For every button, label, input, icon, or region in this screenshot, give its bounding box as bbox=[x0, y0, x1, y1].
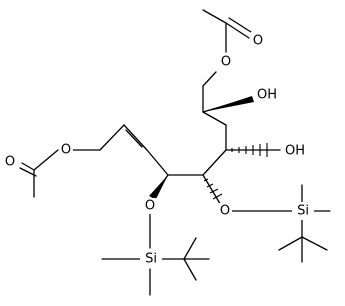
hash-c7-oh bbox=[231, 143, 268, 157]
atom-o-ester-left: O bbox=[59, 141, 73, 158]
wedge-c8-oh bbox=[203, 96, 254, 112]
atom-oh-upper: OH bbox=[254, 86, 280, 104]
wedge-c4-o bbox=[149, 175, 168, 199]
bond-carbonyl-top-double bbox=[228, 17, 252, 33]
svg-text:O: O bbox=[220, 204, 230, 219]
svg-text:O: O bbox=[61, 143, 71, 158]
atom-o-acetyl-left: O bbox=[3, 153, 17, 170]
svg-text:OH: OH bbox=[257, 88, 277, 103]
bond-c2-c1 bbox=[99, 124, 125, 151]
bond-layer bbox=[19, 9, 331, 296]
svg-text:O: O bbox=[5, 155, 15, 170]
bond-methyl-top bbox=[202, 9, 227, 24]
bond-ester-ch2-top bbox=[202, 71, 217, 87]
hash-c5-o bbox=[203, 178, 223, 200]
bond-c8-c7 bbox=[202, 111, 227, 126]
atom-labels: O O OH OH O O O O bbox=[3, 32, 314, 268]
atom-si-right: Si bbox=[292, 202, 314, 220]
atom-o-silyl-ether-right: O bbox=[218, 203, 232, 219]
stereo-layer bbox=[149, 96, 268, 200]
bond-c3-c2-double bbox=[125, 129, 143, 148]
atom-o-acetyl-top: O bbox=[251, 32, 265, 49]
bond-tbu-right-c bbox=[301, 236, 328, 251]
atom-o-silyl-ether-left: O bbox=[143, 198, 157, 214]
svg-text:O: O bbox=[145, 199, 155, 214]
bond-c6-c5 bbox=[202, 149, 227, 176]
atom-o-ester-top: O bbox=[219, 53, 233, 70]
atom-oh-lower: OH bbox=[282, 142, 308, 160]
bond-tbu-left-b bbox=[183, 258, 197, 281]
bond-ester-acyl-left bbox=[33, 149, 59, 171]
bond-c3-c2 bbox=[123, 124, 148, 151]
bond-carbonyl-top bbox=[225, 22, 250, 39]
svg-text:O: O bbox=[221, 55, 231, 70]
bond-carbonyl-left bbox=[21, 162, 35, 171]
bond-c4-c3 bbox=[146, 149, 169, 176]
bond-tbu-right-b bbox=[278, 236, 303, 251]
svg-text:O: O bbox=[253, 34, 263, 49]
svg-text:Si: Si bbox=[145, 252, 157, 267]
bond-carbonyl-left-double bbox=[19, 167, 37, 177]
svg-text:Si: Si bbox=[297, 204, 309, 219]
atom-si-left: Si bbox=[140, 250, 162, 268]
svg-text:OH: OH bbox=[285, 144, 305, 159]
bond-tbu-left-a bbox=[183, 237, 197, 260]
